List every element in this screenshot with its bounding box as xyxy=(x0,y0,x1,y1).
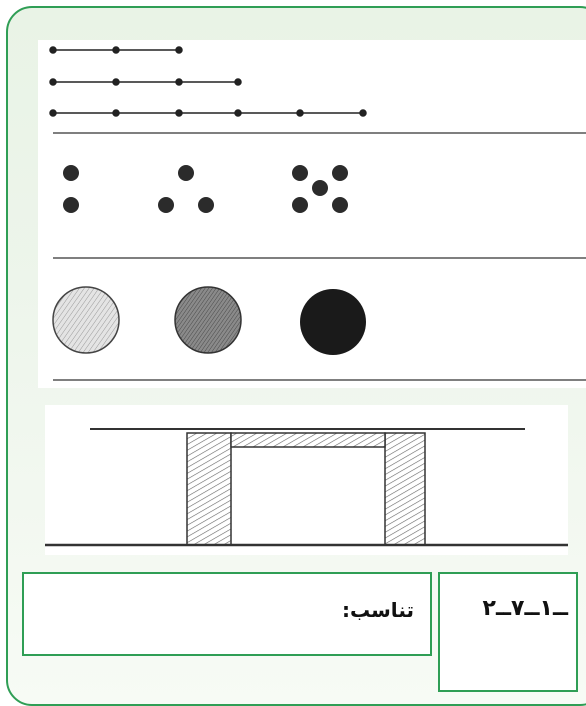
proportion-figure-top xyxy=(38,40,586,388)
dot-clusters xyxy=(63,165,348,213)
proportion-sketch-icon xyxy=(49,46,586,381)
proportion-figure-bottom xyxy=(45,405,568,555)
section-title-box: تناسب: xyxy=(22,572,432,656)
medium-shaded-circle xyxy=(174,286,242,354)
section-number-box: ۲ــ۱ــ۷ــ xyxy=(438,572,578,692)
section-title: تناسب: xyxy=(341,598,414,622)
section-number: ۲ــ۱ــ۷ــ xyxy=(482,596,568,621)
light-shaded-circle xyxy=(52,286,120,354)
table-elevation-icon xyxy=(45,428,568,547)
dark-shaded-circle xyxy=(300,289,366,355)
dot-rows xyxy=(49,46,367,117)
